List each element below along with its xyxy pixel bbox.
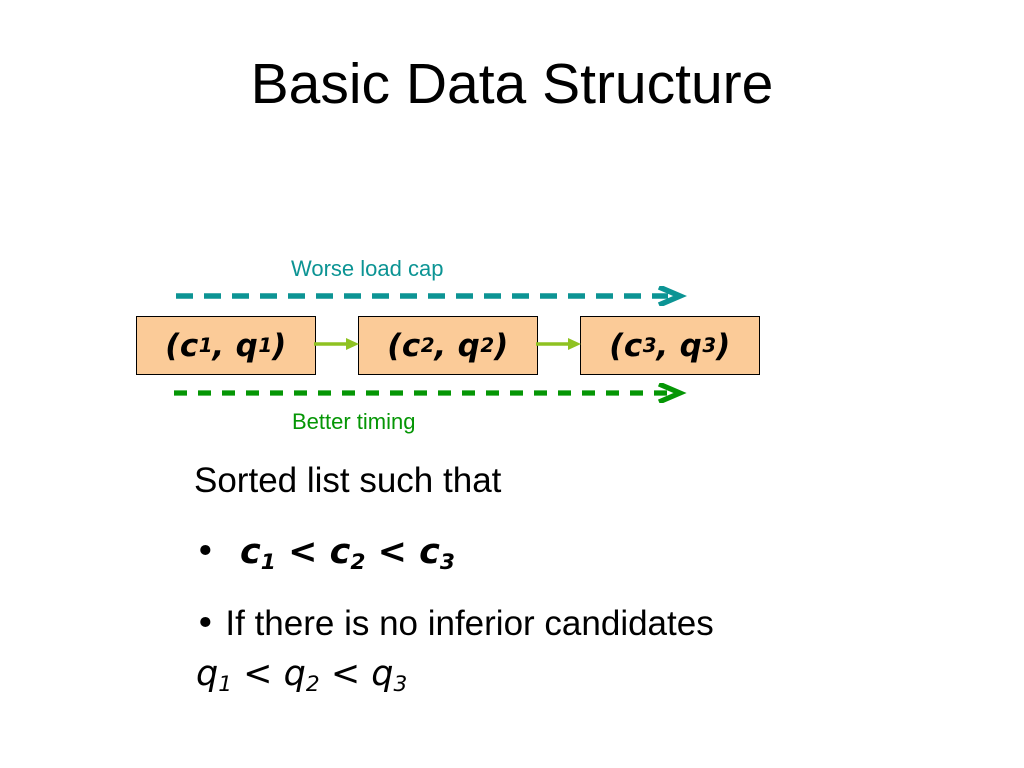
node-2-q-subscript: 2 bbox=[480, 334, 495, 357]
worse-load-cap-arrow-icon bbox=[176, 286, 687, 306]
c2-subscript: 2 bbox=[350, 550, 366, 576]
node-3-open: ( bbox=[609, 327, 624, 364]
bullet-2-text: If there is no inferior candidates bbox=[225, 604, 714, 643]
node-1-close: ) bbox=[272, 327, 287, 364]
better-timing-arrow-icon bbox=[174, 383, 687, 403]
bullet-c-inequality: • c1 < c2 < c3 bbox=[195, 532, 455, 576]
q2-subscript: 2 bbox=[305, 672, 320, 698]
node-3-q-subscript: 3 bbox=[702, 334, 717, 357]
less-than-4: < bbox=[330, 654, 361, 694]
c3-symbol: c bbox=[419, 532, 440, 572]
q1-symbol: q bbox=[196, 654, 219, 694]
node-1-q: q bbox=[235, 327, 259, 364]
node-1-q-subscript: 1 bbox=[258, 334, 273, 357]
less-than-1: < bbox=[288, 532, 318, 572]
node-1-comma: , bbox=[212, 327, 225, 364]
bullet-marker-2: • bbox=[195, 604, 216, 644]
node-link-arrow-1-icon bbox=[314, 338, 359, 350]
q-inequality: q1 < q2 < q3 bbox=[196, 654, 408, 698]
less-than-3: < bbox=[243, 654, 273, 694]
q1-subscript: 1 bbox=[218, 672, 233, 698]
node-2-q: q bbox=[457, 327, 481, 364]
node-2-comma: , bbox=[434, 327, 447, 364]
node-2-c: c bbox=[401, 327, 421, 364]
node-1-open: ( bbox=[165, 327, 180, 364]
node-1-c: c bbox=[179, 327, 199, 364]
c1-symbol: c bbox=[240, 532, 261, 572]
q3-symbol: q bbox=[371, 654, 394, 694]
bullet-inferior-candidates: • If there is no inferior candidates bbox=[195, 604, 714, 644]
c2-symbol: c bbox=[329, 532, 351, 572]
node-1-c-subscript: 1 bbox=[198, 334, 213, 357]
worse-load-cap-label: Worse load cap bbox=[291, 256, 444, 281]
bullet-marker-1: • bbox=[195, 532, 216, 572]
node-3-comma: , bbox=[656, 327, 669, 364]
q2-symbol: q bbox=[283, 654, 306, 694]
node-3-q: q bbox=[679, 327, 703, 364]
node-3-c: c bbox=[623, 327, 643, 364]
c3-subscript: 3 bbox=[439, 550, 455, 576]
node-3-close: ) bbox=[716, 327, 731, 364]
better-timing-label: Better timing bbox=[292, 409, 416, 434]
node-3-c-subscript: 3 bbox=[642, 334, 657, 357]
q3-subscript: 3 bbox=[393, 672, 408, 698]
c1-subscript: 1 bbox=[260, 550, 276, 576]
node-2-open: ( bbox=[387, 327, 402, 364]
page-title: Basic Data Structure bbox=[250, 52, 774, 116]
node-2-c-subscript: 2 bbox=[420, 334, 435, 357]
less-than-2: < bbox=[377, 532, 407, 572]
node-link-arrow-2-icon bbox=[536, 338, 581, 350]
body-intro-text: Sorted list such that bbox=[194, 461, 502, 500]
node-2-close: ) bbox=[494, 327, 509, 364]
